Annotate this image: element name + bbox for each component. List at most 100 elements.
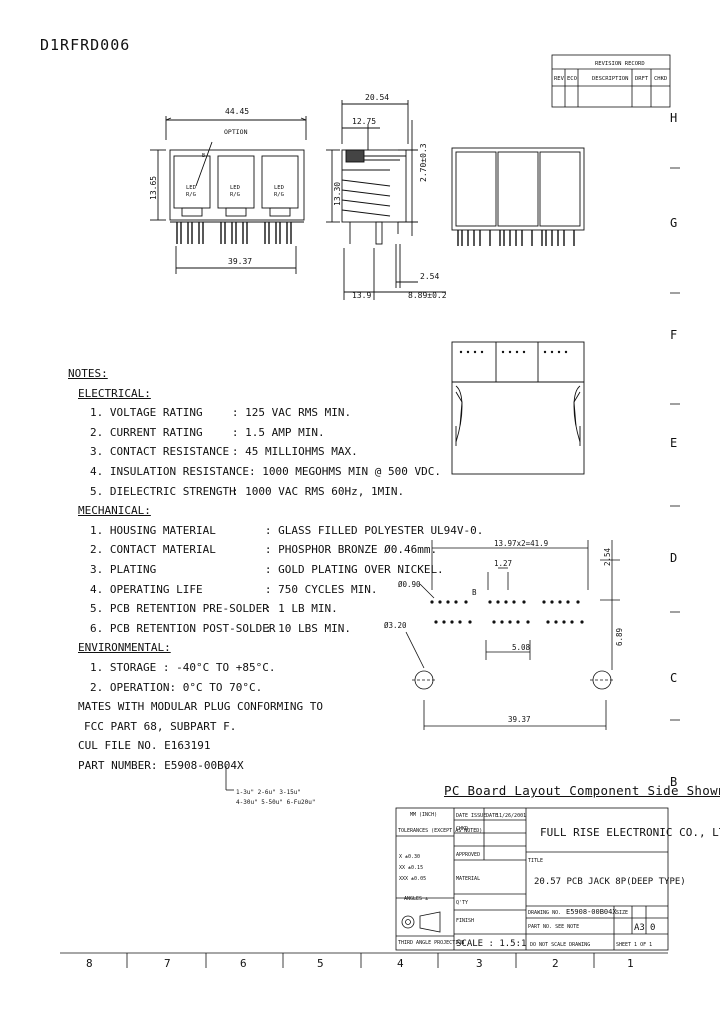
env-item: 1. STORAGE : -40°C TO +85°C. (90, 660, 276, 674)
env-item: 2. OPERATION: 0°C TO 70°C. (90, 680, 263, 694)
date-issue-label: DATE ISSUE (456, 813, 486, 819)
zone-e: E (670, 436, 677, 450)
side-2-54-dim: 2.54 (420, 272, 439, 281)
plating-codes-2: 4-30u" 5-50u" 6-Fu20u" (236, 799, 315, 806)
size-value: A3 (634, 923, 645, 933)
plating-codes-1: 1-3u" 2-6u" 3-15u" (236, 789, 301, 796)
pcb-phi-090: Ø0.90 (398, 580, 421, 589)
front-height-dim: 13.65 (149, 176, 158, 200)
front-b-label: B (202, 153, 205, 159)
mates-line-1: MATES WITH MODULAR PLUG CONFORMING TO (78, 700, 324, 714)
part-number: PART NUMBER: E5908-00B04X (78, 758, 244, 772)
front-width-dim: 44.45 (225, 107, 249, 116)
notes-block: NOTES: ELECTRICAL: 1. VOLTAGE RATING: 12… (68, 364, 483, 775)
revision-title: REVISION RECORD (595, 61, 645, 67)
finish-label: FINISH (456, 918, 474, 924)
scale-label: SCALE : 1.5:1 (456, 939, 526, 949)
angles-label: ANGLES ± (404, 896, 428, 902)
led-sub-1: R/G (186, 192, 196, 198)
pcb-2-54-dim: 2.54 (603, 547, 612, 566)
zone-3: 3 (476, 957, 483, 970)
pcb-layout (405, 540, 620, 730)
zone-h: H (670, 111, 677, 125)
side-12-75-dim: 12.75 (352, 117, 376, 126)
pcb-b-label: B (472, 588, 477, 597)
pcb-span-dim: 13.97x2=41.9 (494, 539, 548, 548)
pcb-5-08-dim: 5.08 (512, 643, 531, 652)
part-no-label: PART NO. SEE NOTE (528, 924, 579, 930)
drawing-no-label: DRAWING NO. (528, 910, 561, 916)
qty-label: Q'TY (456, 900, 468, 906)
mates-line-2: FCC PART 68, SUBPART F. (84, 719, 237, 733)
led-sub-3: R/G (274, 192, 284, 198)
led-label-3: LED (274, 185, 284, 191)
pcb-39-37-dim: 39.37 (508, 715, 531, 724)
tolerance-label: TOLERANCES (EXCEPT AS NOTED) (398, 828, 482, 834)
tol-row-3: XXX ±0.05 (399, 876, 426, 882)
led-label-2: LED (230, 185, 240, 191)
tol-row-1: X ±0.30 (399, 854, 420, 860)
zone-d: D (670, 551, 677, 565)
pcb-phi-320: Ø3.20 (384, 621, 407, 630)
front-pitch-dim: 39.37 (228, 257, 252, 266)
drawing-no-value: E5908-00B04X (566, 908, 617, 916)
elec-item: 4. INSULATION RESISTANCE: 1000 MEGOHMS M… (90, 464, 442, 478)
company-name: FULL RISE ELECTRONIC CO., LTD (540, 826, 720, 839)
drft-header: DRFT (635, 76, 649, 82)
pcb-layout-caption: PC Board Layout Component Side Shown (444, 783, 720, 798)
cul-file: CUL FILE NO. E163191 (78, 739, 211, 753)
electrical-heading: ELECTRICAL: (78, 386, 151, 400)
material-label: MATERIAL (456, 876, 480, 882)
zone-6: 6 (240, 957, 247, 970)
revision-block (551, 54, 671, 108)
description-header: DESCRIPTION (592, 76, 628, 82)
title-label: TITLE (528, 858, 543, 864)
document-number: D1RFRD006 (40, 36, 131, 54)
zone-7: 7 (164, 957, 171, 970)
third-angle-label: THIRD ANGLE PROJECTION (398, 940, 464, 946)
option-label: OPTION (224, 128, 248, 136)
mech-item: 4. OPERATING LIFE: 750 CYCLES MIN. (90, 582, 378, 596)
side-13-9-dim: 13.9 (352, 291, 371, 300)
zone-b: B (670, 775, 677, 789)
pcb-6-89-dim: 6.89 (615, 628, 624, 646)
do-not-scale: DO NOT SCALE DRAWING (530, 942, 590, 948)
led-sub-2: R/G (230, 192, 240, 198)
mech-item: 2. CONTACT MATERIAL: PHOSPHOR BRONZE Ø0.… (90, 543, 438, 557)
side-view (326, 100, 446, 300)
approved-label: APPROVED (456, 852, 480, 858)
rear-view (451, 147, 585, 246)
zone-4: 4 (397, 957, 404, 970)
sheet-label: SHEET 1 OF 1 (616, 942, 652, 948)
front-view (150, 116, 307, 274)
zone-8: 8 (86, 957, 93, 970)
bottom-view (451, 341, 585, 475)
eco-header: ECO (567, 76, 577, 82)
mechanical-heading: MECHANICAL: (78, 504, 151, 518)
zone-c: C (670, 671, 677, 685)
elec-item: 2. CURRENT RATING: 1.5 AMP MIN. (90, 425, 325, 439)
zone-f: F (670, 328, 677, 342)
unit-label: MM (INCH) (410, 812, 437, 818)
environmental-heading: ENVIRONMENTAL: (78, 641, 171, 655)
rev-value: 0 (650, 923, 655, 933)
side-8-89-dim: 8.89±0.2 (408, 291, 447, 300)
elec-item: 3. CONTACT RESISTANCE: 45 MILLIOHMS MAX. (90, 445, 358, 459)
zone-1: 1 (627, 957, 634, 970)
title-block (395, 807, 669, 951)
mech-item: 3. PLATING: GOLD PLATING OVER NICKEL. (90, 562, 444, 576)
zone-5: 5 (317, 957, 324, 970)
side-13-30-dim: 13.30 (333, 182, 342, 206)
size-label: SIZE (616, 910, 628, 916)
elec-item: 5. DIELECTRIC STRENGTH: 1000 VAC RMS 60H… (90, 484, 405, 498)
led-label-1: LED (186, 185, 196, 191)
side-2-70-dim: 2.70±0.3 (419, 143, 428, 182)
rev-header: REV (554, 76, 565, 82)
pcb-1-27-dim: 1.27 (494, 559, 512, 568)
elec-item: 1. VOLTAGE RATING: 125 VAC RMS MIN. (90, 406, 352, 420)
mech-item: 1. HOUSING MATERIAL: GLASS FILLED POLYES… (90, 523, 484, 537)
chkd-header: CHKD (654, 76, 667, 82)
zone-2: 2 (552, 957, 559, 970)
date-value: 11/26/2001 (496, 813, 526, 819)
